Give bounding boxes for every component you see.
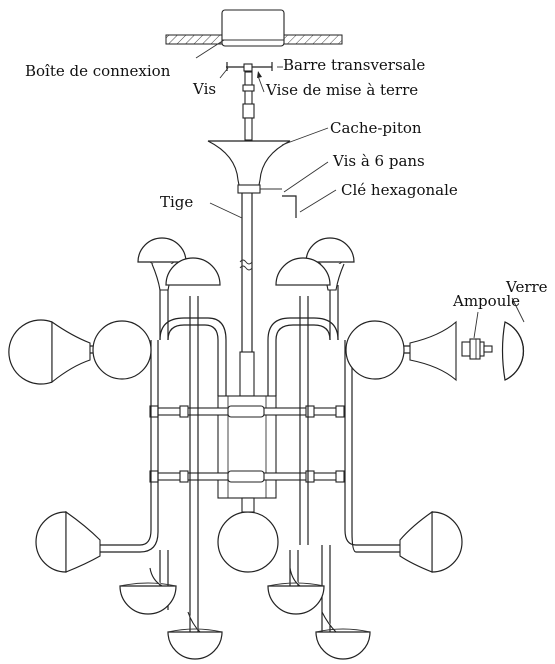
label-crossbar: Barre transversale (283, 56, 425, 74)
bulb-exploded (461, 311, 493, 360)
rod (239, 193, 253, 352)
leader-lines (195, 39, 337, 219)
globe-bottom-right (267, 567, 325, 615)
label-hex-key: Clé hexagonale (341, 181, 458, 199)
globe-bottom-left (119, 567, 177, 615)
globe-very-bottom-left (167, 611, 223, 660)
globe-second-left (165, 257, 221, 286)
label-ground-screw: Vise de mise à terre (265, 81, 418, 99)
junction-box (221, 9, 285, 47)
cross-bars (149, 405, 345, 483)
label-junction-box: Boîte de connexion (25, 62, 171, 80)
glass-exploded (501, 297, 525, 381)
globe-lower-far-right (399, 510, 463, 573)
globe-very-bottom-right (315, 611, 371, 660)
globe-lower-far-left (35, 510, 101, 573)
globe-side-far-left (8, 319, 91, 385)
label-bulb: Ampoule (452, 292, 520, 310)
globe-side-right (345, 320, 405, 380)
hex-key (282, 195, 297, 218)
globe-side-left (92, 320, 152, 380)
label-hex-screw: Vis à 6 pans (332, 152, 425, 170)
label-glass: Verre (505, 278, 548, 296)
globe-lower-center (217, 497, 279, 573)
globe-second-right (275, 257, 331, 286)
canopy (207, 140, 291, 194)
upper-stem (242, 71, 255, 141)
label-screw: Vis (192, 80, 216, 98)
label-rod: Tige (160, 193, 193, 211)
label-canopy: Cache-piton (330, 119, 422, 137)
globe-side-far-right-fitting (409, 320, 457, 382)
